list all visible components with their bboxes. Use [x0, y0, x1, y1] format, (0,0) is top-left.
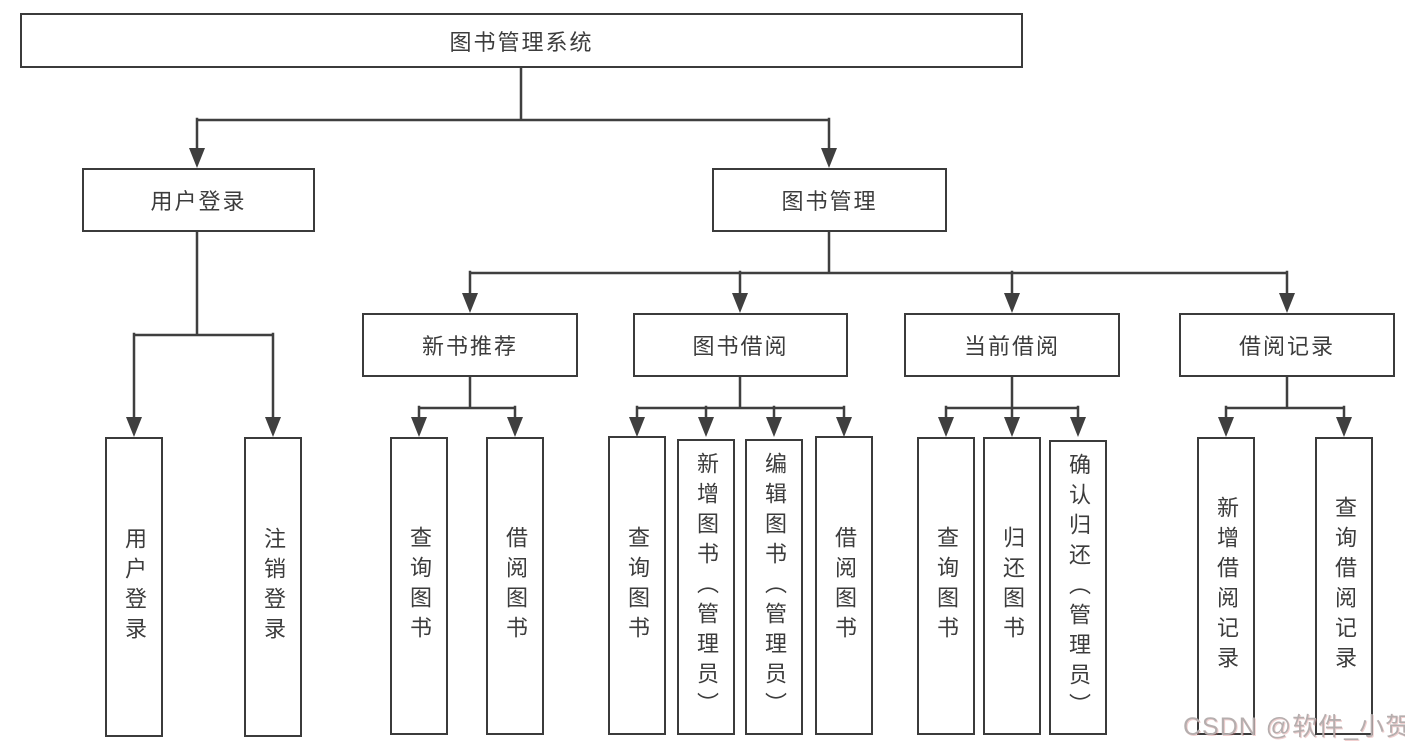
leaf-logout: 注销登录 — [244, 437, 302, 737]
leaf-label: 借阅图书 — [503, 526, 528, 646]
leaf-label: 查询图书 — [934, 526, 959, 646]
leaf-edit-book-admin: 编辑图书（管理员） — [745, 439, 803, 735]
leaf-add-book-admin: 新增图书（管理员） — [677, 439, 735, 735]
node-label: 图书管理系统 — [449, 29, 594, 55]
leaf-borrow-books: 借阅图书 — [815, 436, 873, 735]
node-user-login: 用户登录 — [82, 168, 315, 232]
leaf-confirm-return-admin: 确认归还（管理员） — [1049, 440, 1107, 735]
node-library-system: 图书管理系统 — [20, 13, 1023, 68]
leaf-label: 查询借阅记录 — [1332, 496, 1357, 676]
node-label: 用户登录 — [150, 189, 247, 214]
leaf-return-books: 归还图书 — [983, 437, 1041, 735]
leaf-label: 新增图书（管理员） — [694, 452, 719, 722]
node-book-borrowing: 图书借阅 — [633, 313, 848, 377]
leaf-label: 归还图书 — [1000, 526, 1025, 646]
csdn-watermark: CSDN @软件_小贺同学 — [1183, 713, 1405, 741]
leaf-label: 编辑图书（管理员） — [762, 452, 787, 722]
leaf-label: 新增借阅记录 — [1214, 496, 1239, 676]
leaf-label: 查询图书 — [407, 526, 432, 646]
leaf-label: 用户登录 — [122, 527, 147, 647]
arrowheads — [126, 148, 1352, 437]
node-new-book-recommend: 新书推荐 — [362, 313, 578, 377]
node-label: 图书管理 — [781, 189, 878, 214]
node-borrowing-records: 借阅记录 — [1179, 313, 1395, 377]
node-current-borrowing: 当前借阅 — [904, 313, 1120, 377]
node-book-management: 图书管理 — [712, 168, 947, 232]
leaf-label: 确认归还（管理员） — [1066, 452, 1091, 723]
leaf-query-books-borrow: 查询图书 — [608, 436, 666, 735]
leaf-query-books-current: 查询图书 — [917, 437, 975, 735]
leaf-query-books-recommend: 查询图书 — [390, 437, 448, 735]
leaf-add-borrow-record: 新增借阅记录 — [1197, 437, 1255, 735]
leaf-label: 注销登录 — [261, 527, 286, 647]
leaf-query-borrow-record: 查询借阅记录 — [1315, 437, 1373, 735]
leaf-borrow-books-recommend: 借阅图书 — [486, 437, 544, 735]
leaf-user-login: 用户登录 — [105, 437, 163, 737]
node-label: 借阅记录 — [1238, 334, 1335, 359]
node-label: 新书推荐 — [421, 334, 518, 359]
node-label: 当前借阅 — [963, 334, 1060, 359]
leaf-label: 查询图书 — [625, 525, 650, 646]
leaf-label: 借阅图书 — [832, 525, 857, 646]
node-label: 图书借阅 — [692, 334, 789, 359]
